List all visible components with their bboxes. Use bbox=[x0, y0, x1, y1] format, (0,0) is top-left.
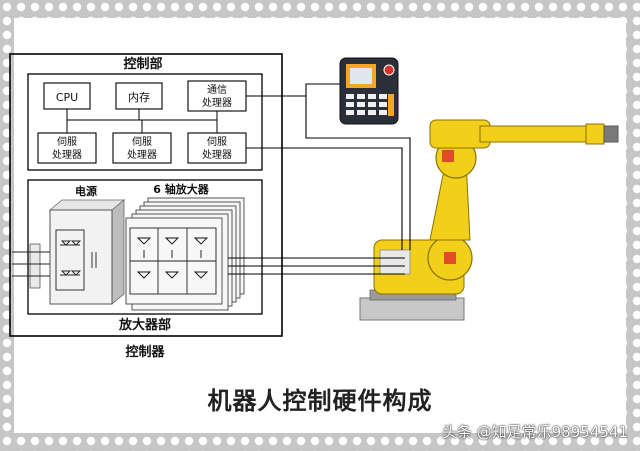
comm-processor-label-1: 通信 bbox=[207, 84, 227, 96]
watermark-text: 头条 @知足常乐98954541 bbox=[441, 423, 628, 441]
servo-processor-1-label-2: 处理器 bbox=[52, 149, 82, 161]
amplifier-section-label: 放大器部 bbox=[118, 317, 171, 333]
servo-processor-1 bbox=[37, 132, 97, 164]
controller-box bbox=[9, 53, 283, 337]
power-supply-block bbox=[48, 199, 126, 305]
connection-lines bbox=[228, 83, 411, 275]
power-input-terminal bbox=[12, 243, 50, 289]
industrial-robot-image bbox=[359, 119, 619, 321]
module-connectors bbox=[66, 109, 218, 133]
servo-processor-3-label-1: 伺服 bbox=[207, 135, 227, 148]
servo-processor-2-label-2: 处理器 bbox=[127, 149, 157, 161]
servo-processor-3-label-2: 处理器 bbox=[202, 149, 232, 161]
servo-processor-3 bbox=[187, 132, 247, 164]
servo-processor-1-label-1: 伺服 bbox=[57, 135, 77, 148]
cpu-label: CPU bbox=[56, 91, 78, 104]
servo-processor-2-label-1: 伺服 bbox=[132, 135, 152, 148]
power-label: 电源 bbox=[75, 184, 97, 198]
controller-label: 控制器 bbox=[125, 344, 165, 360]
diagram-caption: 机器人控制硬件构成 bbox=[207, 387, 433, 415]
controller-unit-label: 控制部 bbox=[123, 56, 162, 72]
amplifier-section-box bbox=[27, 179, 263, 315]
control-section-box bbox=[27, 73, 263, 171]
amplifier-cards bbox=[125, 197, 245, 311]
teach-pendant-image bbox=[339, 57, 399, 125]
memory-label: 内存 bbox=[128, 90, 150, 104]
comm-processor-label-2: 处理器 bbox=[202, 97, 232, 109]
amplifier-6axis-label: 6 轴放大器 bbox=[153, 182, 209, 196]
